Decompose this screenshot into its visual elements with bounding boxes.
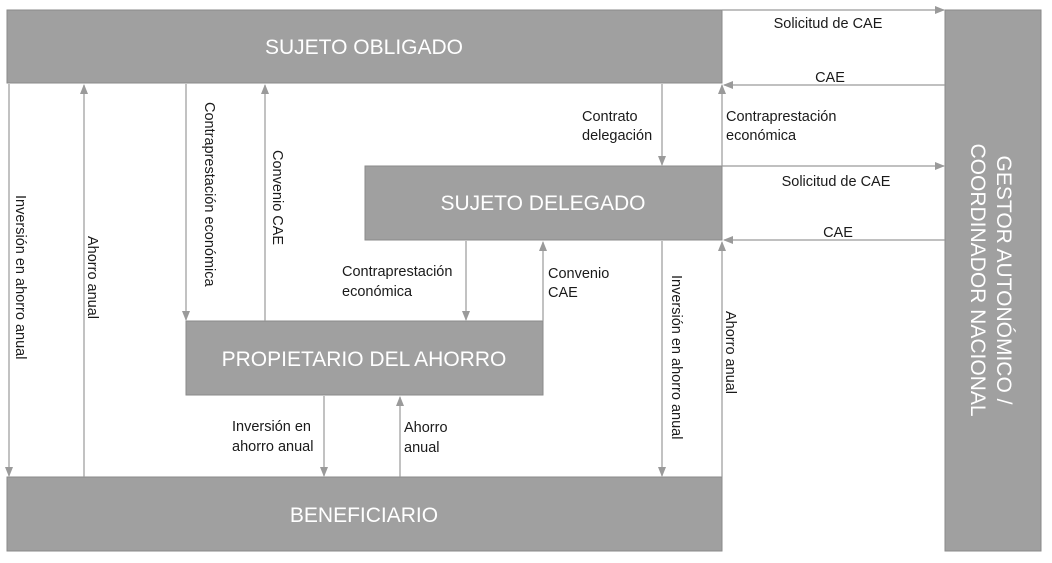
label-solicitud-cae-top: Solicitud de CAE [774,16,883,32]
arrows [5,6,945,477]
label-inversion-bottom-line1: Inversión en [232,419,311,435]
label-contraprestacion-right-line2: económica [726,128,797,144]
label-ahorro-left: Ahorro anual [84,236,100,319]
label-contraprestacion-mid-line1: Contraprestación [342,264,452,280]
label-contraprestacion-left: Contraprestación económica [201,102,217,288]
box-sujeto-delegado-label: SUJETO DELEGADO [441,192,646,215]
label-contraprestacion-mid-line2: económica [342,284,413,300]
label-ahorro-right: Ahorro anual [722,311,738,394]
box-sujeto-obligado-label: SUJETO OBLIGADO [265,36,463,59]
label-contrato-line2: delegación [582,128,652,144]
box-gestor-label-line2: COORDINADOR NACIONAL [966,143,989,416]
label-inversion-bottom-line2: ahorro anual [232,439,313,455]
label-convenio-mid-line2: CAE [548,285,578,301]
label-ahorro-bottom-line1: Ahorro [404,420,448,436]
label-ahorro-bottom-line2: anual [404,440,439,456]
label-convenio-mid-line1: Convenio [548,266,609,282]
label-inversion-left: Inversión en ahorro anual [12,195,28,359]
label-cae-mid: CAE [823,225,853,241]
box-sujeto-obligado: SUJETO OBLIGADO [6,9,723,84]
label-inversion-right: Inversión en ahorro anual [668,275,684,439]
label-solicitud-cae-mid: Solicitud de CAE [782,174,891,190]
label-contrato-line1: Contrato [582,109,638,125]
box-sujeto-delegado: SUJETO DELEGADO [364,165,723,241]
label-cae-top: CAE [815,70,845,86]
box-beneficiario-label: BENEFICIARIO [290,504,438,527]
label-contraprestacion-right-line1: Contraprestación [726,109,836,125]
box-beneficiario: BENEFICIARIO [6,476,723,552]
box-gestor: GESTOR AUTONÓMICO / COORDINADOR NACIONAL [944,9,1042,552]
box-propietario-del-ahorro: PROPIETARIO DEL AHORRO [185,320,544,396]
label-convenio-left: Convenio CAE [269,150,285,245]
box-propietario-label: PROPIETARIO DEL AHORRO [222,348,507,371]
box-gestor-label-line1: GESTOR AUTONÓMICO / [992,156,1015,405]
